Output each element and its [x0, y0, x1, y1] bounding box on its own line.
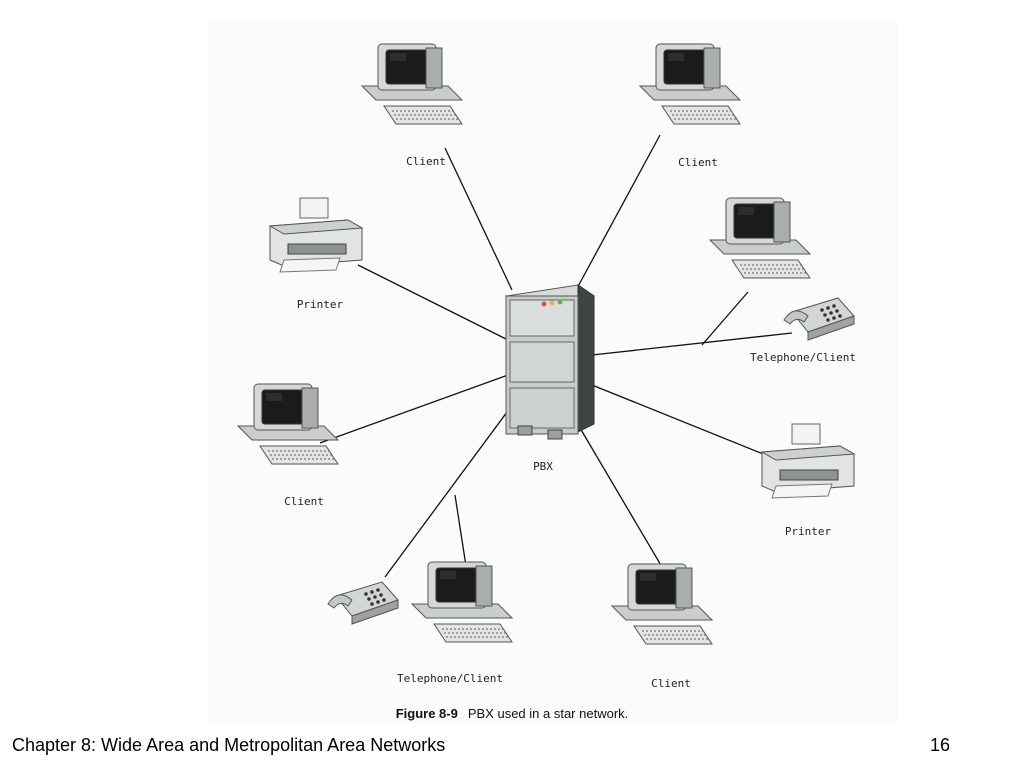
link-client-bottom-right: [579, 427, 663, 568]
node-label: Client: [678, 156, 718, 169]
link-telephone-client-bottom: [384, 407, 511, 578]
link-printer-right: [591, 384, 769, 457]
link-telephone-client-right-branch: [701, 291, 749, 346]
footer-chapter-title: Chapter 8: Wide Area and Metropolitan Ar…: [12, 735, 446, 755]
node-telephone-client-right: Telephone/Client: [709, 197, 856, 364]
figure-caption-text: PBX used in a star network.: [467, 706, 629, 721]
computer-icon: [237, 383, 339, 465]
node-label: Client: [406, 155, 446, 168]
node-printer-right: Printer: [761, 423, 855, 538]
printer-icon: [761, 423, 855, 499]
computer-icon: [639, 43, 741, 125]
node-label: Printer: [297, 298, 344, 311]
figure-caption: Figure 8-9 PBX used in a star network.: [0, 706, 1024, 721]
printer-icon: [269, 197, 363, 273]
computer-icon: [611, 563, 713, 645]
node-client-bottom-right: Client: [611, 563, 713, 690]
link-telephone-client-bottom-branch: [454, 494, 467, 567]
link-client-top-right: [574, 134, 661, 293]
pbx-label: PBX: [533, 460, 553, 473]
node-client-left: Client: [237, 383, 339, 508]
figure-number: Figure 8-9: [395, 706, 458, 721]
node-label: Client: [284, 495, 324, 508]
computer-icon: [411, 561, 513, 643]
footer-page-number: 16: [930, 735, 951, 755]
telephone-icon: [327, 581, 399, 625]
node-label: Telephone/Client: [750, 351, 856, 364]
node-label: Telephone/Client: [397, 672, 503, 685]
computer-icon: [709, 197, 811, 279]
node-printer-left: Printer: [269, 197, 363, 311]
connection-lines: [319, 134, 793, 578]
link-printer-left: [357, 264, 509, 341]
server-tower-icon: [504, 284, 596, 440]
node-label: Printer: [785, 525, 832, 538]
node-client-top-right: Client: [639, 43, 741, 169]
computer-icon: [361, 43, 463, 125]
node-telephone-client-bottom: Telephone/Client: [327, 561, 513, 685]
node-label: Client: [651, 677, 691, 690]
link-telephone-client-right: [591, 332, 793, 356]
link-client-left: [319, 374, 509, 444]
link-client-top-left: [444, 147, 513, 291]
node-client-top-left: Client: [361, 43, 463, 168]
telephone-icon: [783, 297, 855, 341]
